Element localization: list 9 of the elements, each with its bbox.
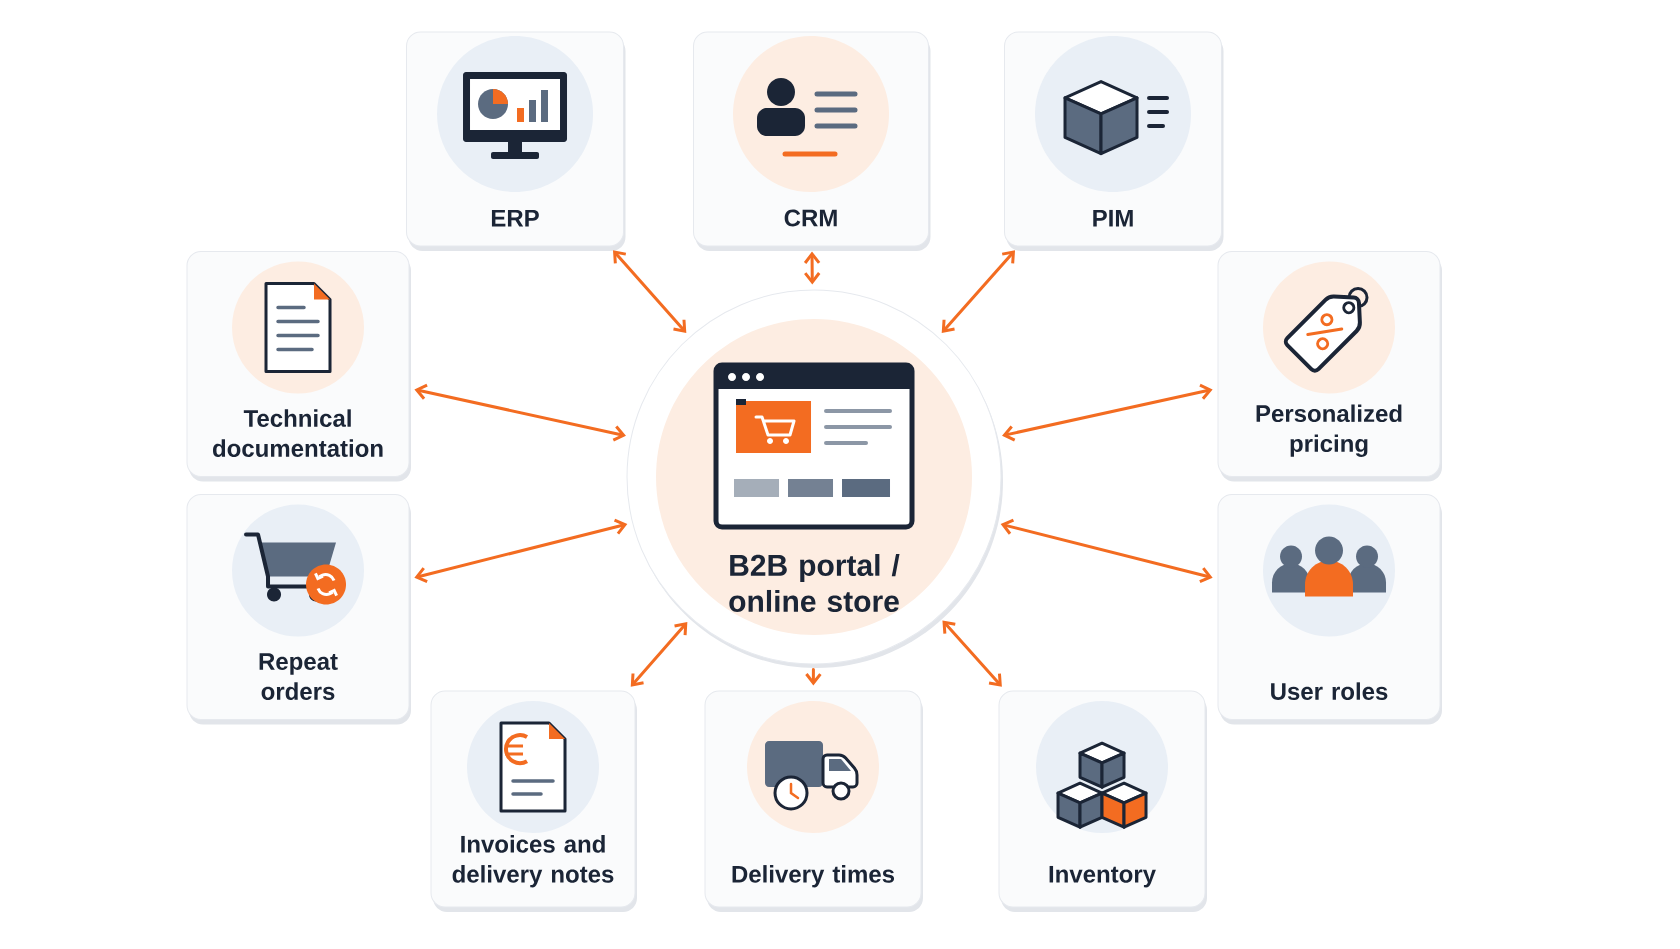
- arrow: [941, 250, 1016, 333]
- arrow: [630, 621, 688, 687]
- arrow: [1002, 383, 1213, 442]
- arrow: [1000, 518, 1213, 584]
- arrow: [414, 383, 626, 442]
- arrow: [803, 251, 821, 285]
- arrow: [942, 620, 1002, 687]
- arrow: [613, 250, 687, 333]
- arrow: [414, 518, 628, 584]
